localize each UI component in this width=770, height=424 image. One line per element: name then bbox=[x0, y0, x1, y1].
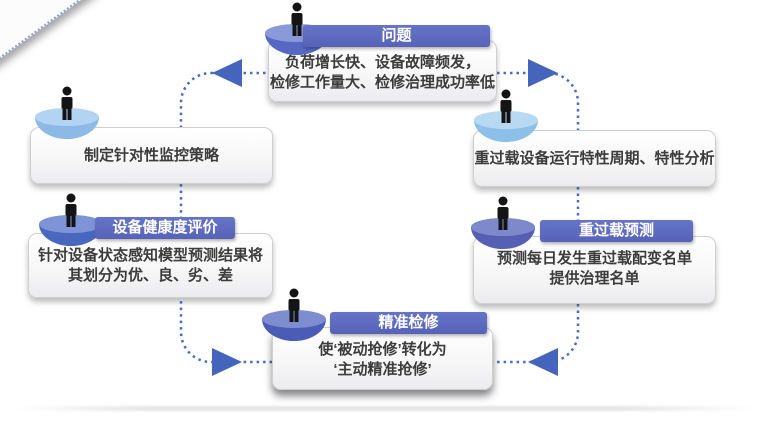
person-on-bowl-icon bbox=[474, 89, 538, 142]
card-text: 重过载设备运行特性周期、特性分析 bbox=[474, 149, 715, 167]
card-text: 针对设备状态感知模型预测结果将 bbox=[37, 247, 263, 264]
arrow-left-icon bbox=[212, 59, 242, 87]
card-text: 负荷增长快、设备故障频发， bbox=[284, 54, 480, 71]
card-text: ‘主动精准抢修’ bbox=[333, 361, 432, 378]
person-on-bowl-icon bbox=[471, 196, 535, 249]
card-text: 使‘被动抢修’转化为 bbox=[318, 341, 447, 358]
bottom-divider bbox=[0, 406, 770, 411]
person-on-bowl-icon bbox=[39, 193, 103, 246]
card-text: 预测每日发生重过载配变名单 bbox=[496, 250, 692, 267]
card-overload-analysis: 重过载设备运行特性周期、特性分析 bbox=[473, 130, 716, 187]
banner-problem: 问题 bbox=[303, 25, 490, 47]
card-text: 检修工作量大、检修治理成功率低 bbox=[269, 74, 495, 91]
banner-precise-maintenance: 精准检修 bbox=[330, 312, 487, 334]
person-on-bowl-icon bbox=[262, 288, 326, 341]
arrow-bottom-left-icon bbox=[212, 348, 242, 376]
banner-health-evaluation: 设备健康度评价 bbox=[95, 217, 235, 239]
arrow-right-icon bbox=[528, 59, 558, 87]
card-text: 其划分为优、良、劣、差 bbox=[67, 267, 233, 284]
person-on-bowl-icon bbox=[35, 86, 99, 139]
card-monitoring-strategy: 制定针对性监控策略 bbox=[30, 127, 273, 184]
arrow-bottom-right-icon bbox=[528, 348, 558, 376]
card-text: 提供治理名单 bbox=[549, 270, 640, 287]
banner-overload-forecast: 重过载预测 bbox=[540, 220, 693, 242]
card-text: 制定针对性监控策略 bbox=[83, 146, 219, 164]
